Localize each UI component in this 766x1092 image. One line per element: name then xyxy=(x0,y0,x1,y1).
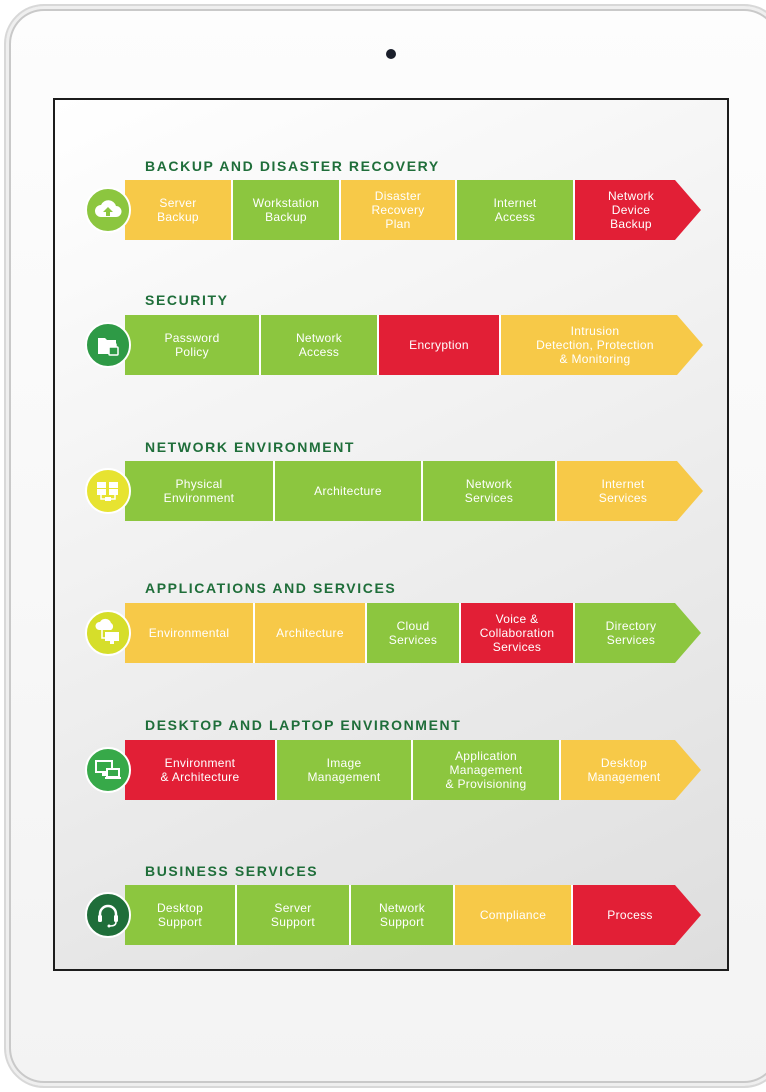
segment: Network Device Backup xyxy=(573,180,701,240)
row-desktop: Environment & Architecture Image Managem… xyxy=(85,740,701,800)
segment: Cloud Services xyxy=(365,603,459,663)
section-title-network: NETWORK ENVIRONMENT xyxy=(145,439,356,455)
row-network: Physical Environment Architecture Networ… xyxy=(85,461,703,521)
segment: Architecture xyxy=(253,603,365,663)
row-security: Password Policy Network Access Encryptio… xyxy=(85,315,703,375)
screen: BACKUP AND DISASTER RECOVERY Server Back… xyxy=(53,98,729,971)
section-title-desktop: DESKTOP AND LAPTOP ENVIRONMENT xyxy=(145,717,462,733)
segment: Application Management & Provisioning xyxy=(411,740,559,800)
segment: Process xyxy=(571,885,701,945)
row-applications: Environmental Architecture Cloud Service… xyxy=(85,603,701,663)
segment: Workstation Backup xyxy=(231,180,339,240)
segment: Directory Services xyxy=(573,603,701,663)
segment: Disaster Recovery Plan xyxy=(339,180,455,240)
segment: Password Policy xyxy=(125,315,259,375)
segment: Voice & Collaboration Services xyxy=(459,603,573,663)
headset-icon xyxy=(85,892,131,938)
section-title-security: SECURITY xyxy=(145,292,229,308)
section-title-business: BUSINESS SERVICES xyxy=(145,863,319,879)
segment: Physical Environment xyxy=(125,461,273,521)
segment: Server Backup xyxy=(125,180,231,240)
segment: Environmental xyxy=(125,603,253,663)
row-backup: Server Backup Workstation Backup Disaste… xyxy=(85,180,701,240)
server-network-icon xyxy=(85,468,131,514)
segment: Compliance xyxy=(453,885,571,945)
segment: Network Access xyxy=(259,315,377,375)
segment: Encryption xyxy=(377,315,499,375)
segment: Image Management xyxy=(275,740,411,800)
segment: Network Services xyxy=(421,461,555,521)
section-title-backup: BACKUP AND DISASTER RECOVERY xyxy=(145,158,440,174)
segment: Desktop Management xyxy=(559,740,701,800)
desktop-laptop-icon xyxy=(85,747,131,793)
row-business: Desktop Support Server Support Network S… xyxy=(85,885,701,945)
segment: Network Support xyxy=(349,885,453,945)
segment: Environment & Architecture xyxy=(125,740,275,800)
segment: Server Support xyxy=(235,885,349,945)
section-title-applications: APPLICATIONS AND SERVICES xyxy=(145,580,397,596)
segment: Desktop Support xyxy=(125,885,235,945)
cloud-monitor-icon xyxy=(85,610,131,656)
folder-lock-icon xyxy=(85,322,131,368)
cloud-upload-icon xyxy=(85,187,131,233)
segment: Intrusion Detection, Protection & Monito… xyxy=(499,315,703,375)
camera-dot xyxy=(386,49,396,59)
segment: Internet Access xyxy=(455,180,573,240)
segment: Architecture xyxy=(273,461,421,521)
segment: Internet Services xyxy=(555,461,703,521)
